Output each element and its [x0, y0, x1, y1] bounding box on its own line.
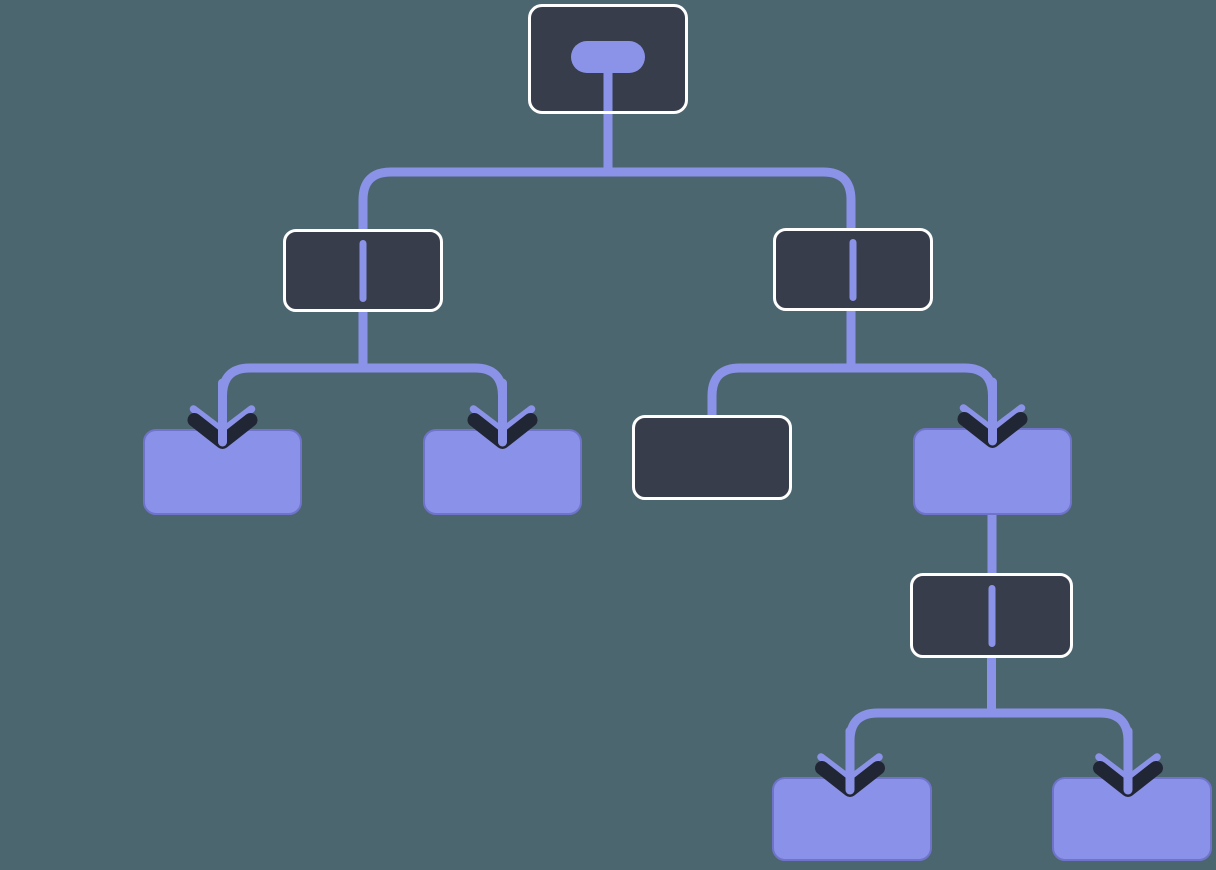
vertical-line-icon — [359, 239, 367, 302]
branch-node-left[interactable] — [283, 229, 443, 312]
leaf-node-4[interactable] — [772, 777, 932, 861]
branch-node-lower[interactable] — [910, 573, 1073, 658]
vertical-line-icon — [988, 584, 995, 647]
edge-branch-left-to-leaves — [218, 363, 507, 429]
root-node[interactable] — [528, 4, 688, 114]
leaf-node-3[interactable] — [913, 428, 1072, 515]
leaf-node-1[interactable] — [143, 429, 302, 515]
leaf-node-2[interactable] — [423, 429, 582, 515]
root-stem-icon — [603, 67, 613, 111]
plain-dark-node[interactable] — [632, 415, 792, 500]
leaf-node-5[interactable] — [1052, 777, 1212, 861]
branch-node-right[interactable] — [773, 228, 933, 311]
edge-branch-lower-to-leaves — [845, 708, 1133, 777]
vertical-line-icon — [849, 238, 857, 301]
